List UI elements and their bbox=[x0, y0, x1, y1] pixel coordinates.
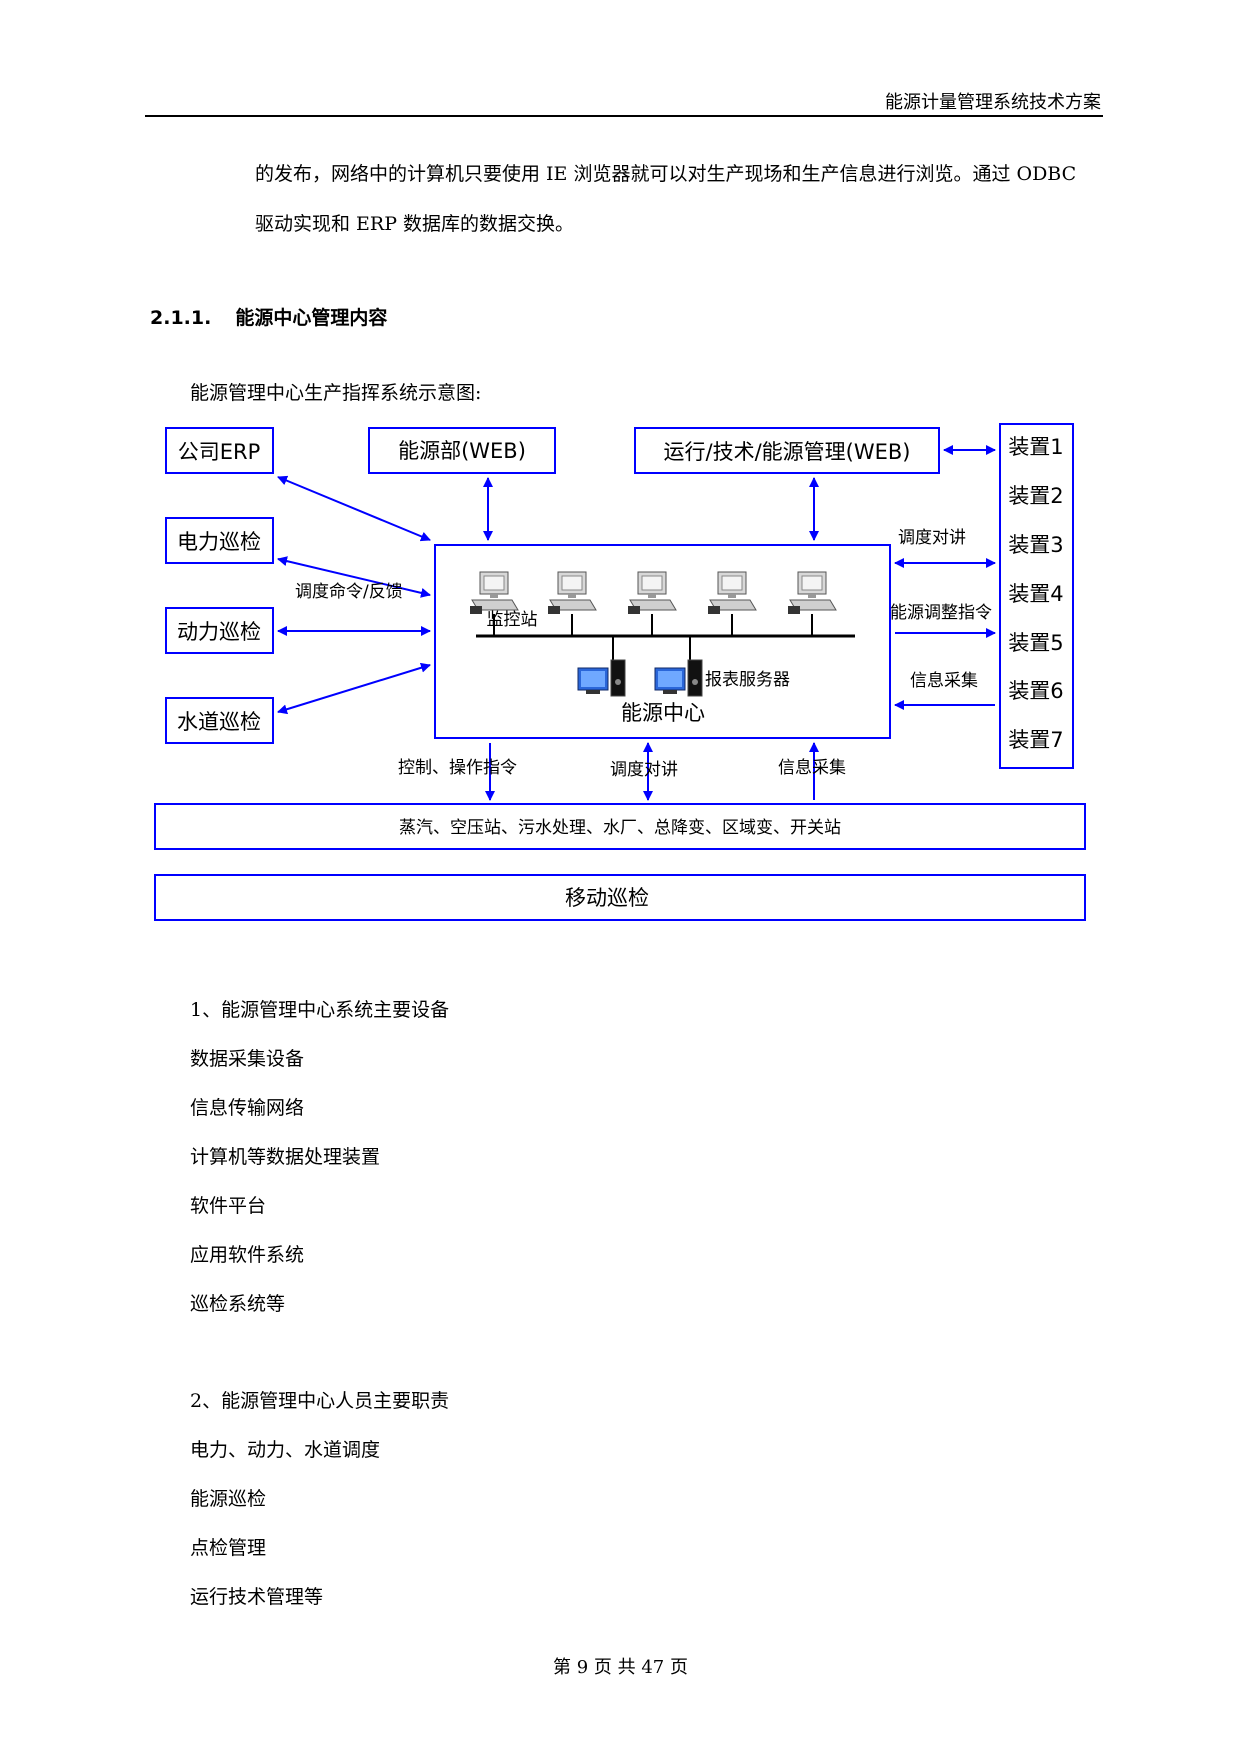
dispatch-talk-bottom-label: 调度对讲 bbox=[610, 760, 678, 780]
power-patrol-label: 电力巡检 bbox=[177, 530, 261, 554]
diagram-caption: 能源管理中心生产指挥系统示意图: bbox=[190, 382, 482, 404]
control-cmd-label: 控制、操作指令 bbox=[398, 758, 517, 778]
energy-dept-box bbox=[368, 427, 556, 474]
energy-center-label: 能源中心 bbox=[621, 701, 705, 725]
section-heading: 2.1.1. 能源中心管理内容 bbox=[150, 303, 387, 330]
facilities-label: 蒸汽、空压站、污水处理、水厂、总降变、区域变、开关站 bbox=[399, 818, 841, 838]
device-3-label: 装置3 bbox=[1008, 533, 1063, 557]
intro-line-2: 驱动实现和 ERP 数据库的数据交换。 bbox=[255, 213, 575, 235]
page-number: 第 9 页 共 47 页 bbox=[553, 1657, 688, 1678]
energy-dept-label: 能源部(WEB) bbox=[398, 439, 526, 463]
device-5-label: 装置5 bbox=[1008, 631, 1063, 655]
list-item: 能源巡检 bbox=[190, 1488, 267, 1510]
list-item: 巡检系统等 bbox=[190, 1293, 286, 1315]
list-item: 点检管理 bbox=[190, 1537, 267, 1559]
water-patrol-box bbox=[165, 697, 274, 744]
ops-mgmt-label: 运行/技术/能源管理(WEB) bbox=[664, 440, 911, 464]
company-erp-box bbox=[165, 427, 274, 474]
device-6-label: 装置6 bbox=[1008, 679, 1063, 703]
section-number: 2.1.1. bbox=[150, 307, 212, 329]
list-item: 应用软件系统 bbox=[190, 1244, 305, 1266]
list-item: 软件平台 bbox=[190, 1195, 267, 1217]
info-collect-bottom-label: 信息采集 bbox=[778, 758, 846, 778]
device-7-label: 装置7 bbox=[1008, 728, 1063, 752]
monitor-station-label: 监控站 bbox=[487, 610, 538, 630]
device-2-label: 装置2 bbox=[1008, 484, 1063, 508]
facilities-box bbox=[154, 803, 1086, 850]
motive-patrol-label: 动力巡检 bbox=[177, 620, 261, 644]
ops-mgmt-box bbox=[634, 427, 940, 474]
mobile-patrol-label: 移动巡检 bbox=[565, 886, 649, 910]
company-erp-label: 公司ERP bbox=[178, 440, 261, 464]
power-patrol-box bbox=[165, 517, 274, 564]
energy-adjust-label: 能源调整指令 bbox=[890, 603, 992, 623]
equipment-list: 1、能源管理中心系统主要设备 数据采集设备 信息传输网络 计算机等数据处理装置 … bbox=[190, 986, 449, 1329]
list-item: 电力、动力、水道调度 bbox=[190, 1439, 381, 1461]
header-rule bbox=[145, 115, 1103, 117]
mobile-patrol-box bbox=[154, 874, 1086, 921]
dispatch-cmd-label: 调度命令/反馈 bbox=[295, 582, 403, 602]
intro-line-1: 的发布，网络中的计算机只要使用 IE 浏览器就可以对生产现场和生产信息进行浏览。… bbox=[255, 163, 1077, 185]
header-title: 能源计量管理系统技术方案 bbox=[885, 92, 1101, 113]
device-4-label: 装置4 bbox=[1008, 582, 1063, 606]
list-item: 数据采集设备 bbox=[190, 1048, 305, 1070]
equipment-list-title: 1、能源管理中心系统主要设备 bbox=[190, 999, 450, 1021]
motive-patrol-box bbox=[165, 607, 274, 654]
water-patrol-label: 水道巡检 bbox=[177, 710, 261, 734]
duties-list-title: 2、能源管理中心人员主要职责 bbox=[190, 1390, 450, 1412]
list-item: 信息传输网络 bbox=[190, 1097, 305, 1119]
duties-list: 2、能源管理中心人员主要职责 电力、动力、水道调度 能源巡检 点检管理 运行技术… bbox=[190, 1377, 449, 1622]
section-title: 能源中心管理内容 bbox=[235, 307, 388, 329]
list-item: 计算机等数据处理装置 bbox=[190, 1146, 381, 1168]
list-item: 运行技术管理等 bbox=[190, 1586, 324, 1608]
report-server-label: 报表服务器 bbox=[705, 670, 790, 690]
energy-center-diagram: 公司ERP 电力巡检 动力巡检 水道巡检 能源部(WEB) 运行/技术/能源管理… bbox=[154, 423, 1086, 921]
dispatch-talk-right-label: 调度对讲 bbox=[898, 528, 966, 548]
devices-box bbox=[999, 423, 1074, 769]
device-1-label: 装置1 bbox=[1008, 435, 1063, 459]
info-collect-right-label: 信息采集 bbox=[910, 671, 978, 691]
